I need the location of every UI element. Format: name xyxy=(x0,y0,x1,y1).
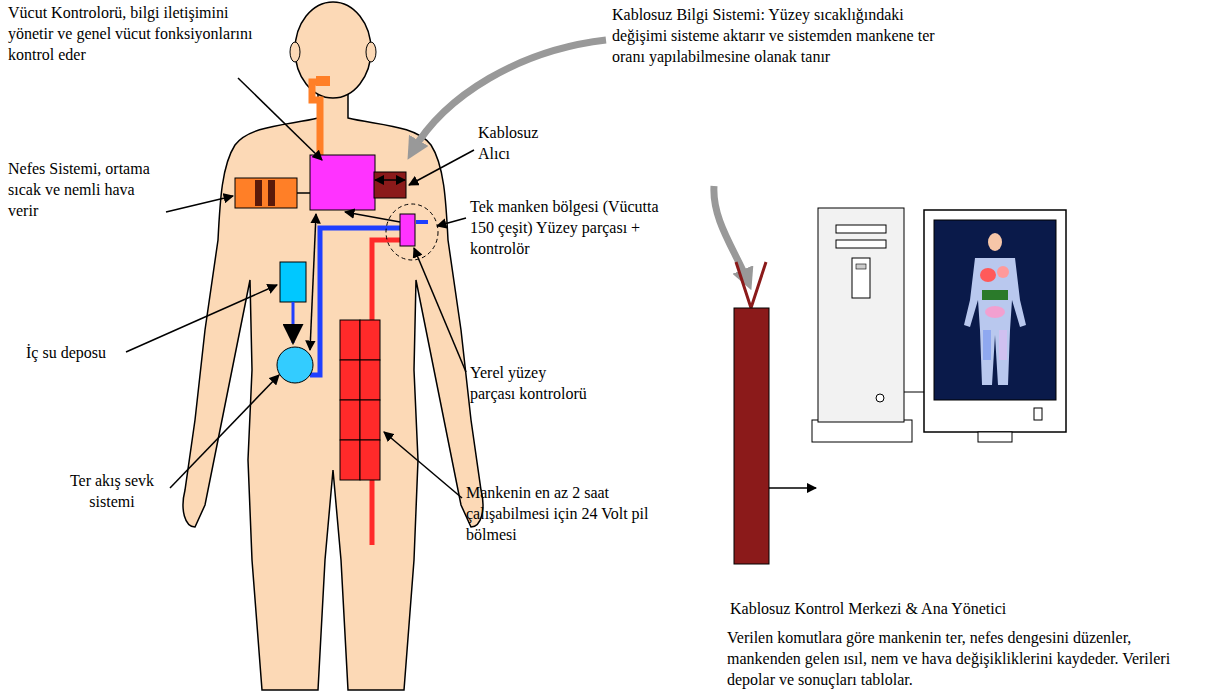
surface-controller xyxy=(400,214,415,246)
breath-system xyxy=(235,178,297,208)
computer-base xyxy=(812,420,912,442)
control-arrow xyxy=(345,212,400,222)
pump-controller-arrow xyxy=(310,214,316,350)
callout-label: Mankenin en az 2 saat çalışabilmesi için… xyxy=(466,482,684,545)
callout-label: İç su deposu xyxy=(26,342,136,363)
callout-label: Vücut Kontrolorü, bilgi iletişimini yöne… xyxy=(8,2,256,65)
computer-tower xyxy=(818,208,904,422)
drive-bay xyxy=(852,258,870,298)
breath-link xyxy=(297,192,310,194)
wireless-control-box xyxy=(734,308,769,564)
monitor-button xyxy=(1034,408,1042,420)
data-arrow xyxy=(769,487,816,489)
ear xyxy=(366,42,376,62)
tank-to-pump xyxy=(292,302,295,343)
wireless-receiver xyxy=(374,172,406,198)
blue-line-right xyxy=(416,220,428,224)
drive-bay xyxy=(836,240,886,248)
zone-outline xyxy=(386,204,438,260)
callout-label: Kablosuz Kontrol Merkezi & Ana Yönetici xyxy=(730,598,1050,619)
head xyxy=(295,2,371,98)
monitor-stand xyxy=(978,432,1012,442)
blue-water-line xyxy=(310,228,400,375)
callout-label: Nefes Sistemi, ortama sıcak ve nemli hav… xyxy=(8,158,168,221)
callout-label: Yerel yüzey parçası kontrolorü xyxy=(470,362,595,404)
mouth-piece xyxy=(316,76,330,86)
link-arrow xyxy=(375,179,405,181)
monitor xyxy=(924,210,1066,432)
screen-figure xyxy=(964,233,1026,385)
breath-system-part xyxy=(268,180,275,206)
ear xyxy=(290,42,300,62)
body-silhouette xyxy=(183,88,483,690)
callout-label: Kablosuz Bilgi Sistemi: Yüzey sıcaklığın… xyxy=(612,4,952,67)
breath-system-part xyxy=(255,180,262,206)
body-controller xyxy=(310,155,375,210)
battery-pack xyxy=(340,320,380,480)
callout-label: Ter akış sevk sistemi xyxy=(52,470,172,512)
callout-label: Tek manken bölgesi (Vücutta 150 çeşit) Y… xyxy=(470,196,660,259)
callout-label: Verilen komutlara göre mankenin ter, nef… xyxy=(727,627,1203,690)
power-button xyxy=(876,394,884,402)
monitor-screen xyxy=(934,220,1056,400)
water-tank xyxy=(280,262,306,302)
drive-slot xyxy=(856,264,866,269)
wireless-arrow xyxy=(714,186,748,282)
sweat-pump xyxy=(277,347,313,383)
drive-bay xyxy=(836,225,886,233)
breath-tube xyxy=(312,82,322,160)
callout-label: Kablosuz Alıcı xyxy=(478,122,548,164)
antenna xyxy=(736,262,766,308)
